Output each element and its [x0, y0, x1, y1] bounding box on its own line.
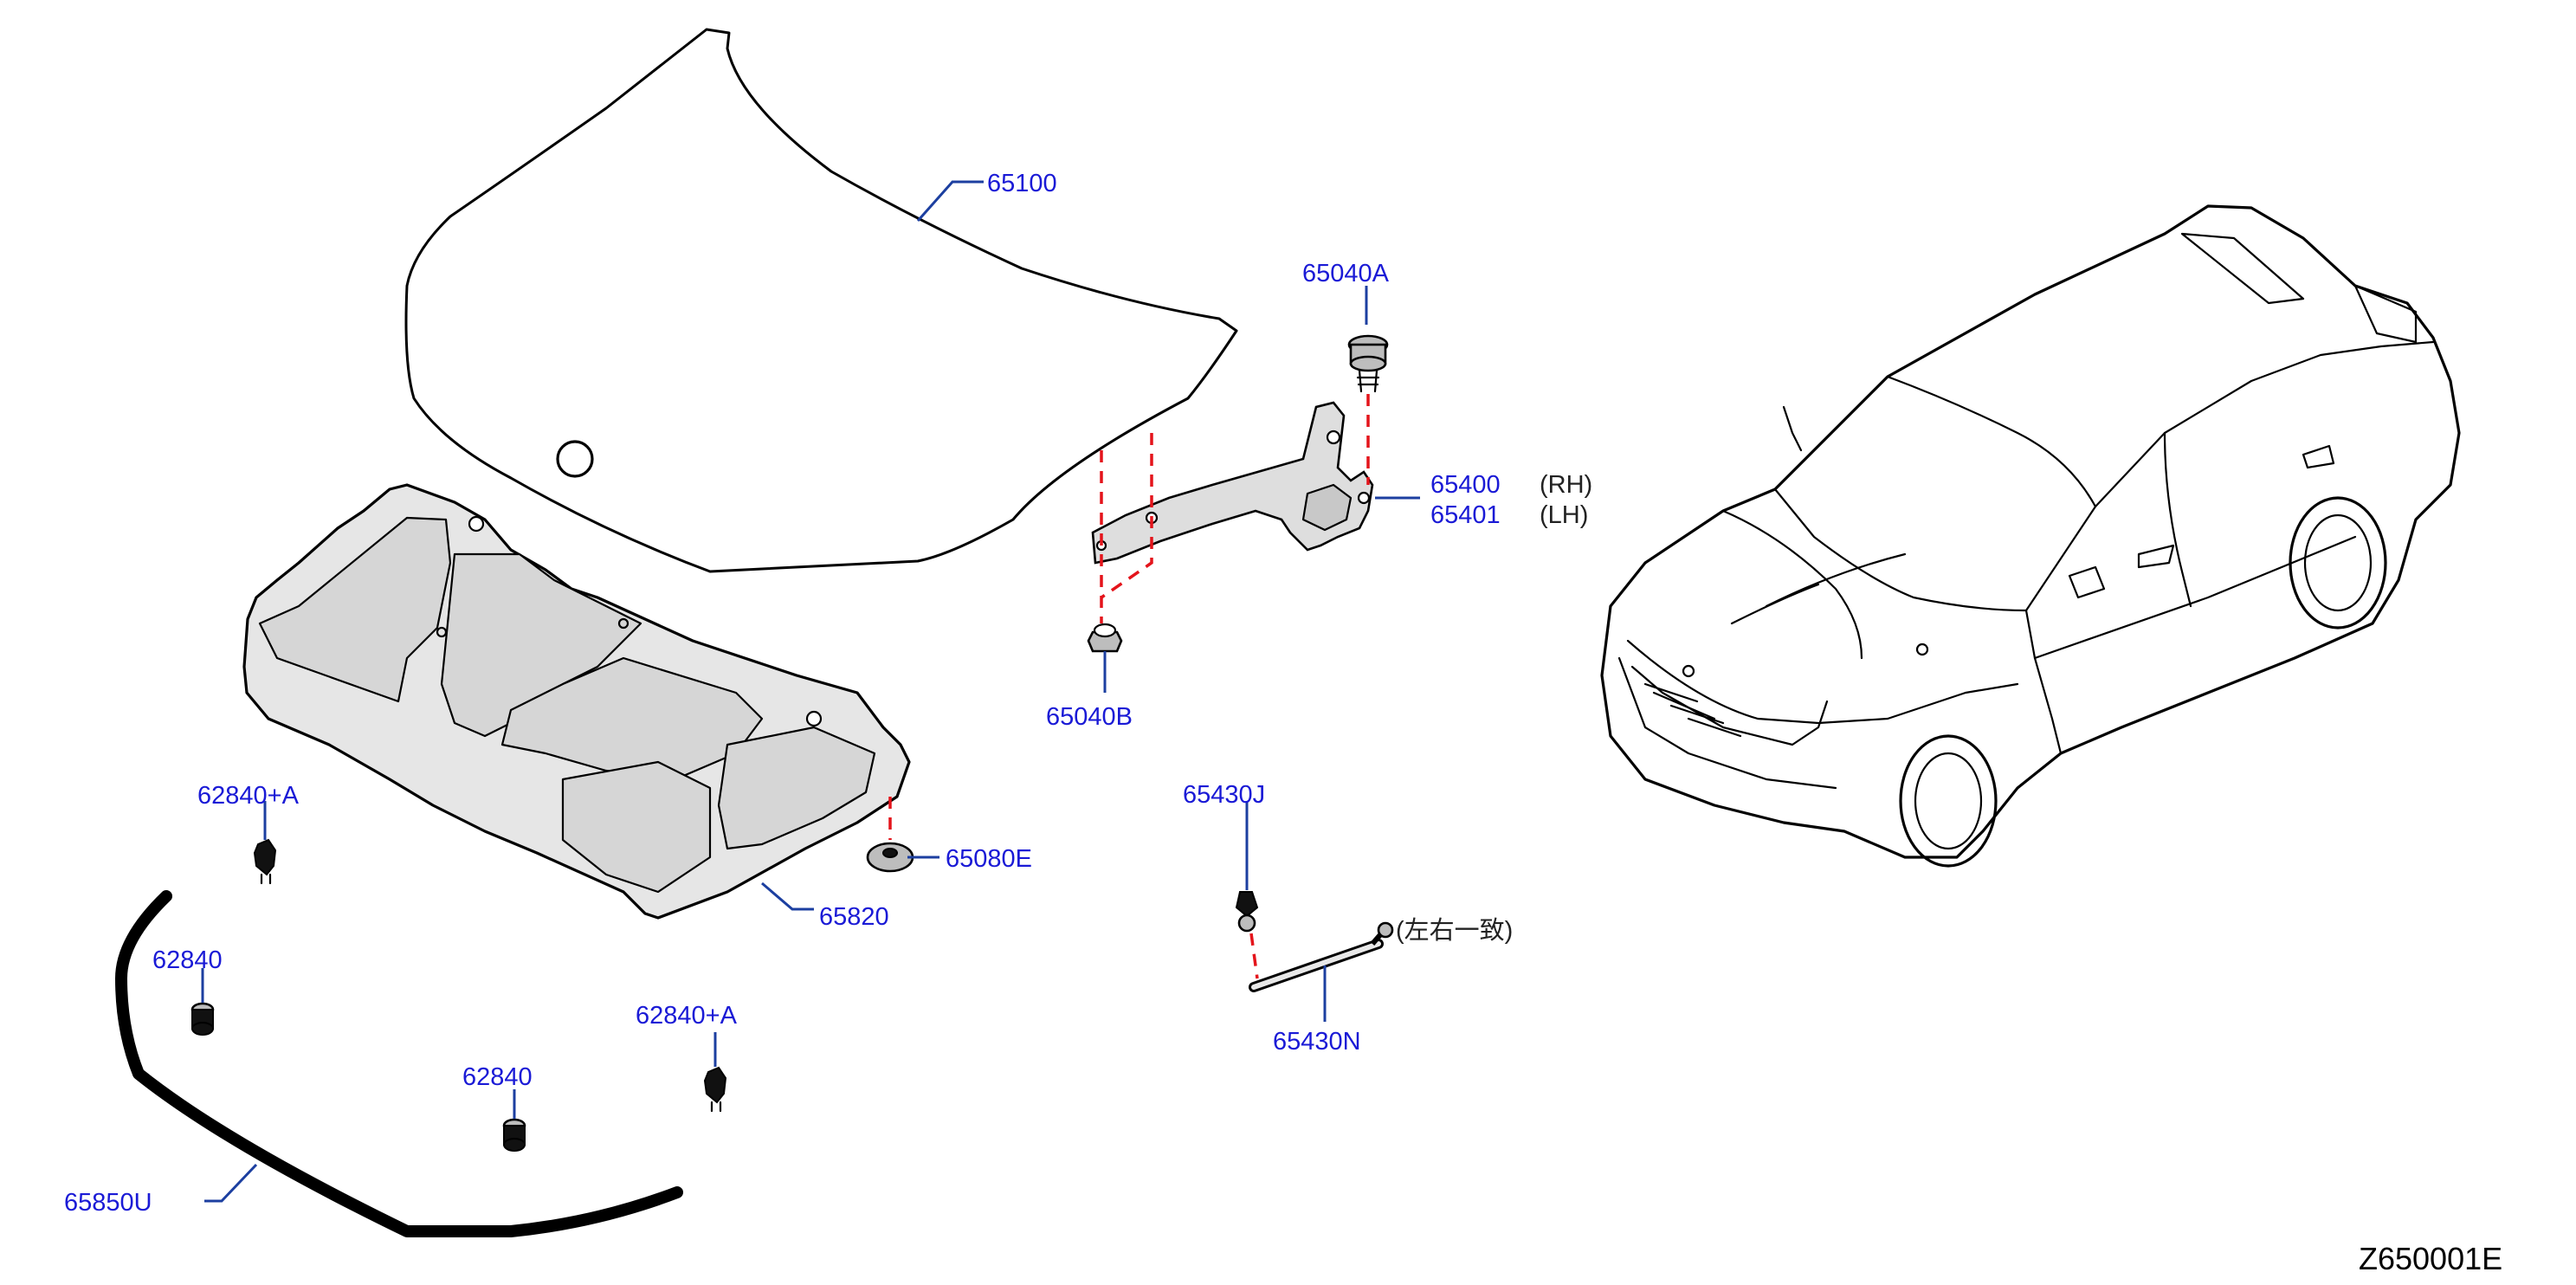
hood-bumper-center[interactable]	[502, 1118, 526, 1152]
leader-lines	[201, 180, 1420, 1203]
insulator-clip[interactable]	[866, 797, 914, 873]
hood-bumper-left[interactable]	[190, 1002, 215, 1036]
callout-hinge-rh-side: (RH)	[1540, 471, 1592, 499]
callout-clip-a-upper: 62840+A	[197, 782, 300, 810]
callout-hinge-nut: 65040B	[1046, 703, 1133, 731]
callout-bumper-center: 62840	[462, 1063, 533, 1091]
drawing-code: Z650001E	[2359, 1241, 2502, 1276]
callout-hinge-rh: 65400	[1430, 471, 1501, 499]
hinge-dash-lines	[1100, 394, 1370, 623]
hood-stay-ball-stud[interactable]	[1235, 891, 1259, 979]
callout-insulator-clip: 65080E	[946, 845, 1032, 873]
callout-hinge-lh: 65401	[1430, 501, 1501, 529]
hood-panel[interactable]	[404, 28, 1238, 573]
callout-hood-seal: 65850U	[64, 1189, 152, 1217]
callout-bumper-left: 62840	[152, 946, 223, 974]
callout-stay-ball: 65430J	[1183, 781, 1265, 809]
callout-insulator: 65820	[819, 903, 889, 931]
hood-stay-rod[interactable]	[1249, 921, 1394, 992]
hood-clip-upper[interactable]	[253, 838, 277, 885]
hood-seal[interactable]	[115, 890, 683, 1237]
callout-hinge-bolt: 65040A	[1302, 260, 1390, 287]
hinge-bolt[interactable]	[1347, 334, 1389, 393]
hood-insulator[interactable]	[242, 483, 911, 920]
callout-hinge-lh-side: (LH)	[1540, 501, 1588, 529]
callout-clip-a-lower: 62840+A	[636, 1002, 738, 1030]
callout-stay-rod: 65430N	[1273, 1028, 1361, 1056]
callout-stay-note: (左右一致)	[1396, 916, 1513, 945]
vehicle-illustration	[1600, 204, 2461, 868]
hood-clip-lower[interactable]	[703, 1066, 727, 1113]
callout-hood: 65100	[987, 170, 1057, 197]
hinge-nut[interactable]	[1087, 623, 1123, 653]
hood-hinge[interactable]	[1091, 401, 1374, 565]
